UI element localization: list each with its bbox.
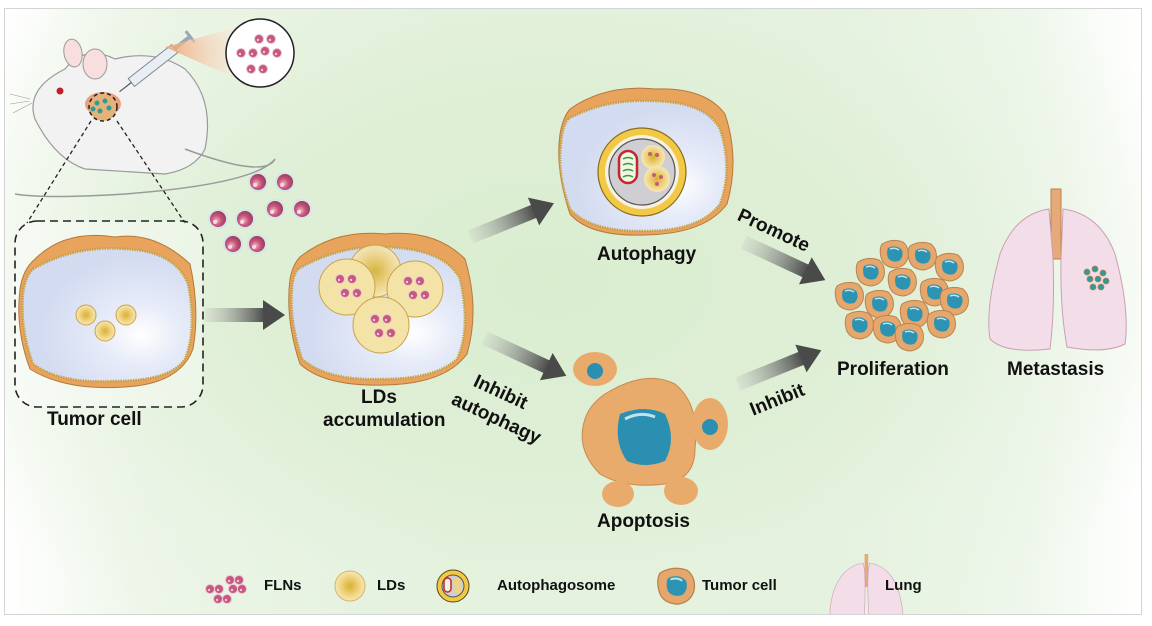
legend-label-tumor-cell: Tumor cell <box>702 577 777 594</box>
autophagosome-icon <box>436 569 470 603</box>
apoptosis-illustration <box>573 352 728 507</box>
arrow-inhibit <box>735 344 822 391</box>
legend <box>205 554 903 614</box>
label-metastasis: Metastasis <box>1007 359 1105 380</box>
arrow-to-apoptosis <box>481 331 567 381</box>
lipid-droplet-icon <box>334 570 366 602</box>
flns-cluster <box>208 172 312 254</box>
lds-accumulation-cell <box>288 232 474 386</box>
label-lds-line2: accumulation <box>323 410 446 431</box>
proliferation-cluster <box>834 239 970 352</box>
arrow-to-lds <box>205 300 285 330</box>
lung-icon <box>829 554 903 614</box>
label-apoptosis: Apoptosis <box>597 511 690 532</box>
mouse-illustration <box>9 18 295 224</box>
arrow-to-autophagy <box>467 197 554 244</box>
diagram-canvas <box>9 18 1127 614</box>
autophagy-cell <box>558 87 734 236</box>
lung-illustration <box>988 188 1127 351</box>
diagram-frame: Tumor cell LDs accumulation Autophagy Ap… <box>4 8 1142 615</box>
label-proliferation: Proliferation <box>837 359 949 380</box>
arrow-promote <box>740 235 826 285</box>
legend-label-flns: FLNs <box>264 577 302 594</box>
legend-label-lung: Lung <box>885 577 922 594</box>
label-lds-line1: LDs <box>361 387 397 408</box>
legend-label-autophagosome: Autophagosome <box>497 577 616 594</box>
tumor-cell-illustration <box>18 234 197 389</box>
label-autophagy: Autophagy <box>597 244 697 265</box>
legend-label-lds: LDs <box>377 577 406 594</box>
label-tumor-cell: Tumor cell <box>47 409 142 430</box>
flns-icon <box>205 575 247 604</box>
tumor-cell-icon <box>656 567 696 606</box>
